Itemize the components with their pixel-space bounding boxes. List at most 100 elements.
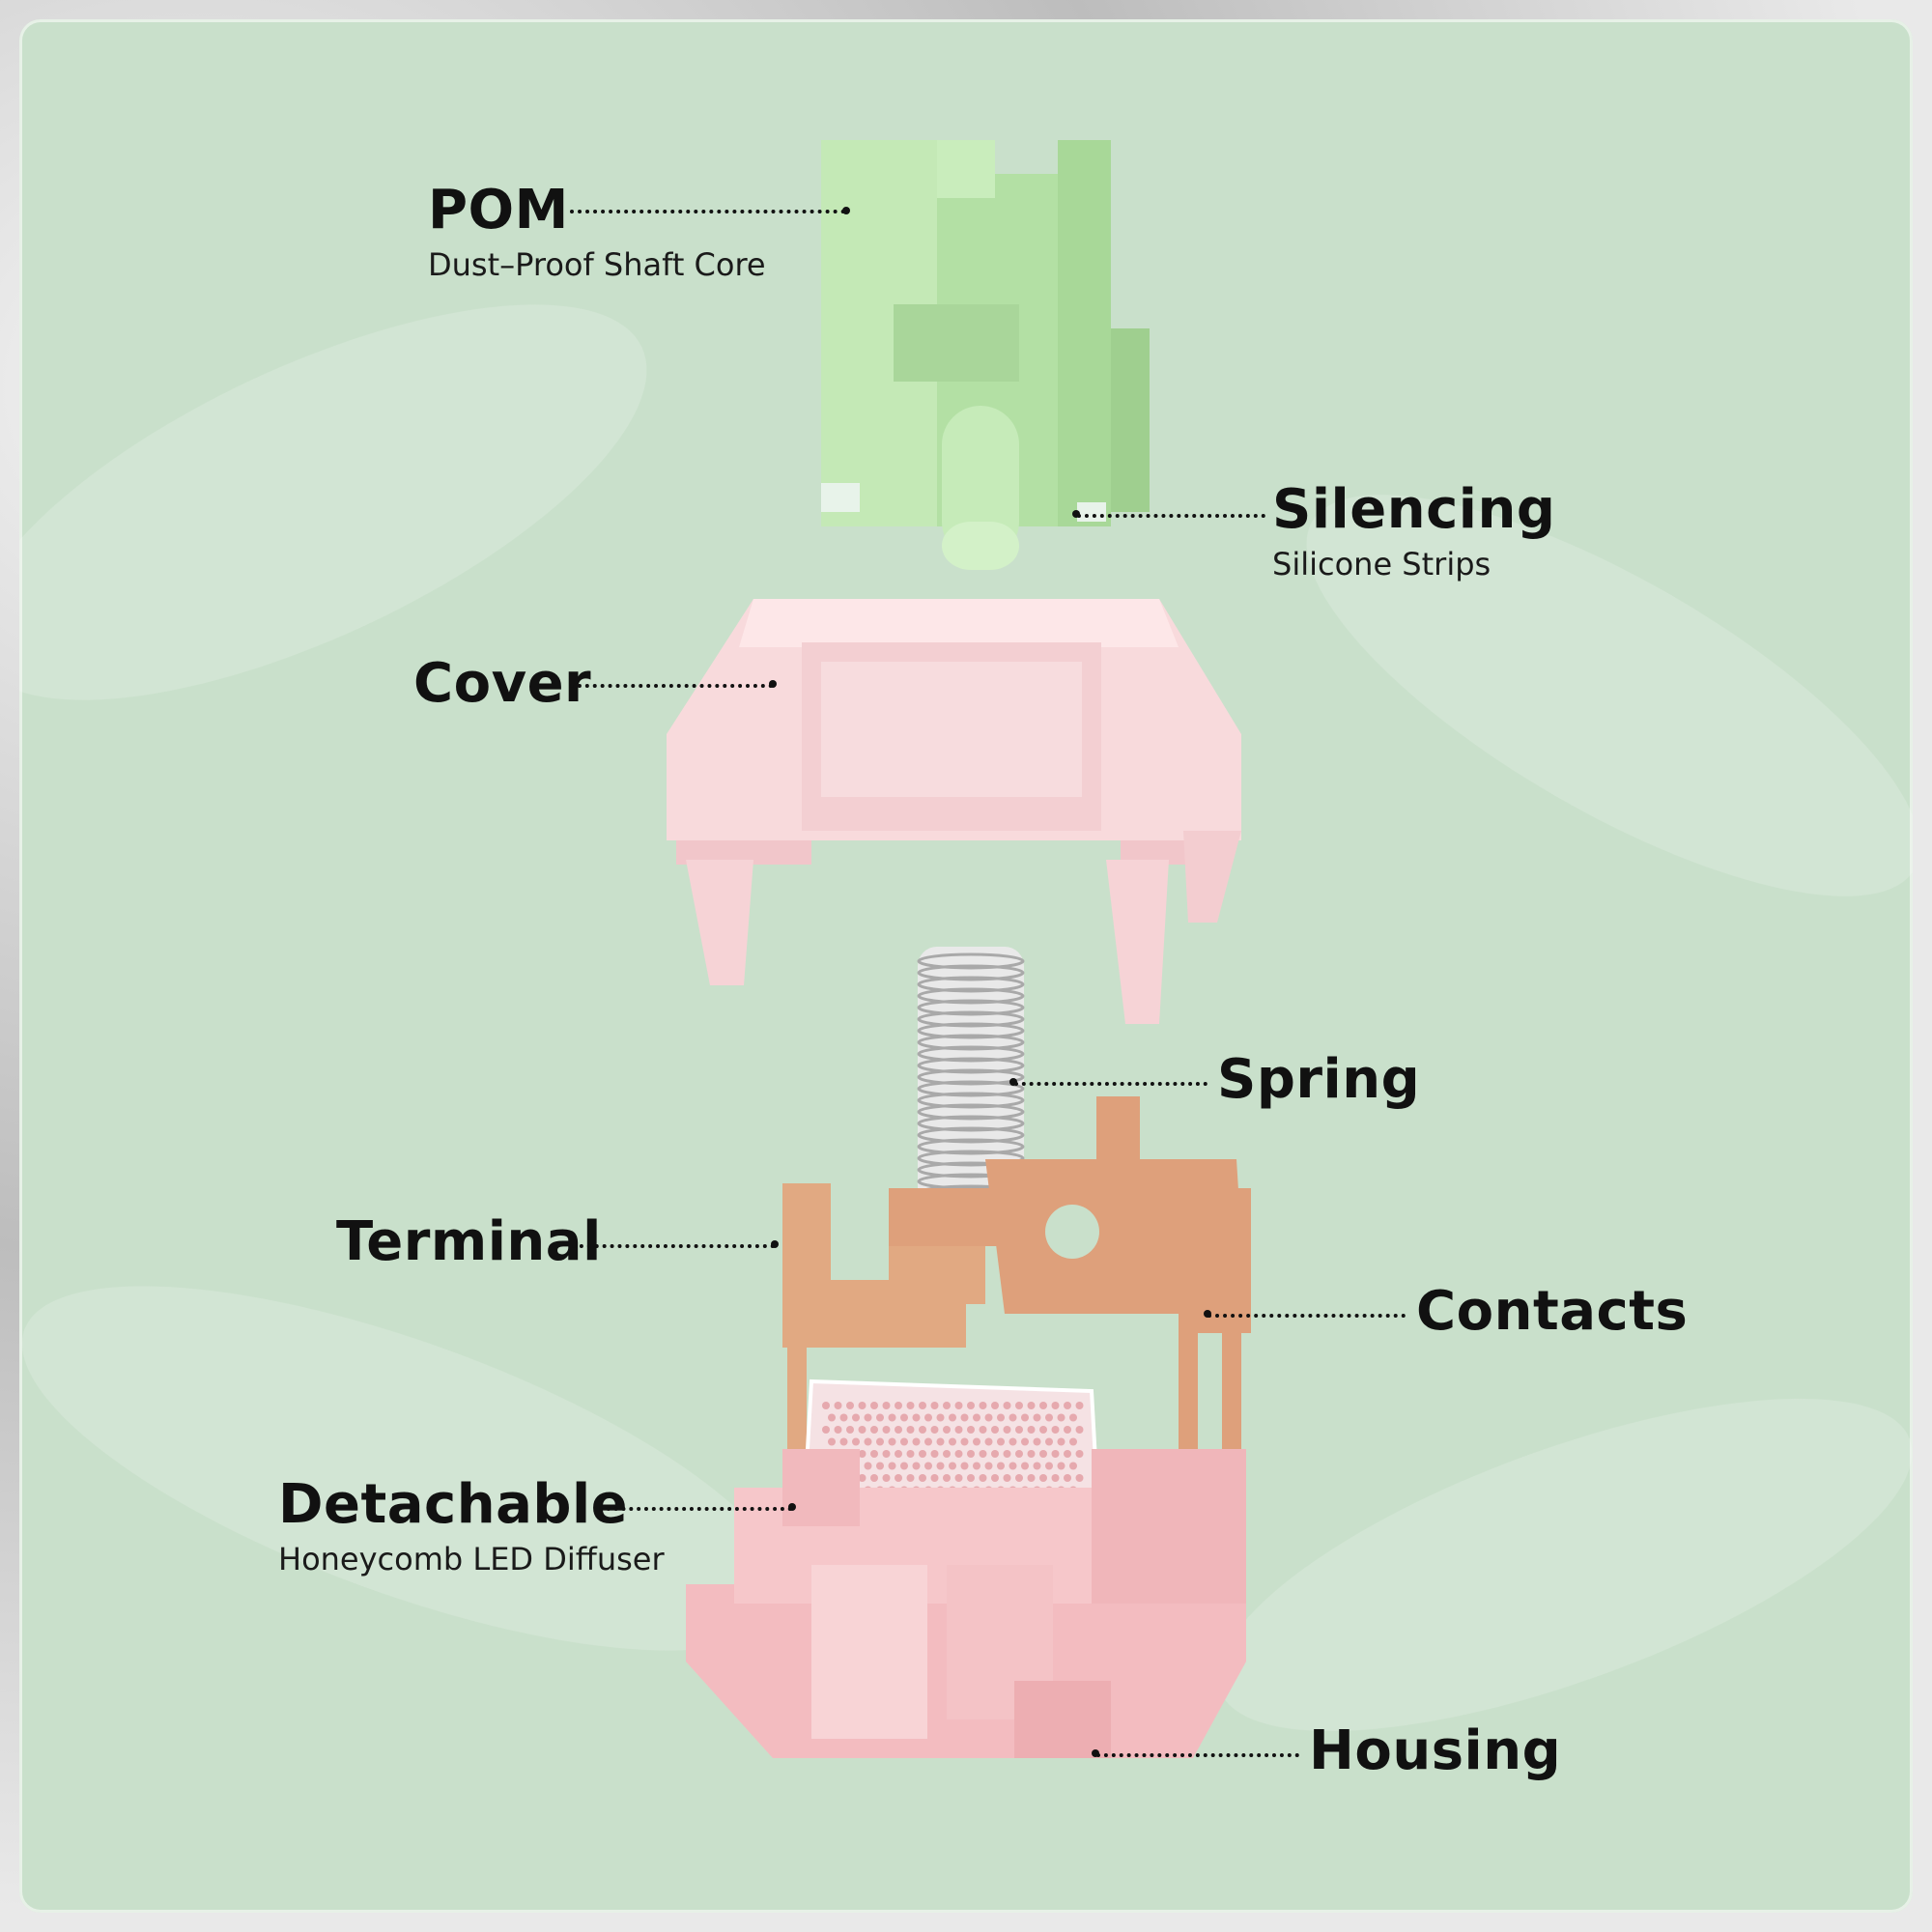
honeycomb-dot xyxy=(936,1462,945,1470)
honeycomb-dot xyxy=(997,1413,1005,1422)
label-silencing-subtitle: Silicone Strips xyxy=(1272,546,1492,582)
honeycomb-dot xyxy=(1075,1474,1084,1482)
honeycomb-dot xyxy=(979,1402,987,1409)
honeycomb-dot xyxy=(967,1450,975,1458)
honeycomb-dot xyxy=(822,1402,830,1409)
honeycomb-dot xyxy=(882,1402,891,1409)
label-detachable-subtitle: Honeycomb LED Diffuser xyxy=(278,1541,665,1577)
spring-coil xyxy=(917,976,1025,993)
label-spring: Spring xyxy=(1217,1053,1420,1107)
honeycomb-dot xyxy=(943,1474,951,1482)
honeycomb-dot xyxy=(1051,1402,1060,1409)
leader-pom-dot xyxy=(842,207,850,214)
honeycomb-dot xyxy=(1021,1462,1029,1470)
honeycomb-dot xyxy=(954,1474,963,1482)
diagram-panel: POM Dust–Proof Shaft Core Silencing Sili… xyxy=(19,19,1913,1913)
honeycomb-dot xyxy=(954,1426,963,1434)
honeycomb-dot xyxy=(895,1474,902,1482)
spring-coil xyxy=(917,952,1025,970)
honeycomb-dot xyxy=(960,1437,969,1446)
honeycomb-dot xyxy=(846,1402,854,1409)
honeycomb-dot xyxy=(882,1474,891,1482)
spring-coil xyxy=(917,1092,1025,1109)
label-detachable: Detachable Honeycomb LED Diffuser xyxy=(278,1478,665,1577)
honeycomb-dot xyxy=(858,1426,867,1434)
honeycomb-dot xyxy=(1003,1402,1011,1409)
spring-part xyxy=(918,947,1024,1227)
honeycomb-dot xyxy=(900,1413,908,1422)
honeycomb-dot xyxy=(991,1450,999,1458)
leader-housing-dot xyxy=(1092,1749,1099,1757)
honeycomb-dot xyxy=(1015,1426,1023,1434)
leader-silencing-dot xyxy=(1072,510,1080,518)
honeycomb-dot xyxy=(1015,1474,1023,1482)
honeycomb-dot xyxy=(930,1474,939,1482)
honeycomb-dot xyxy=(936,1413,945,1422)
honeycomb-dot xyxy=(1057,1437,1065,1446)
honeycomb-dot xyxy=(912,1413,921,1422)
honeycomb-dot xyxy=(1069,1413,1077,1422)
honeycomb-dot xyxy=(1051,1426,1060,1434)
spring-coil xyxy=(917,1126,1025,1144)
leader-cover-dot xyxy=(769,680,777,688)
honeycomb-dot xyxy=(1003,1426,1011,1434)
honeycomb-dot xyxy=(967,1402,975,1409)
honeycomb-dot xyxy=(858,1450,867,1458)
honeycomb-dot xyxy=(852,1437,860,1446)
honeycomb-dot xyxy=(852,1413,860,1422)
honeycomb-dot xyxy=(870,1426,878,1434)
honeycomb-dot xyxy=(924,1413,932,1422)
honeycomb-dot xyxy=(882,1426,891,1434)
leader-contacts xyxy=(1208,1314,1406,1318)
honeycomb-dot xyxy=(870,1402,878,1409)
spring-coil xyxy=(917,1150,1025,1167)
honeycomb-dot xyxy=(900,1437,908,1446)
honeycomb-dot xyxy=(1057,1413,1065,1422)
honeycomb-dot xyxy=(876,1462,884,1470)
label-housing: Housing xyxy=(1309,1724,1561,1778)
honeycomb-dot xyxy=(839,1413,848,1422)
honeycomb-dot xyxy=(1069,1437,1077,1446)
honeycomb-dot xyxy=(1045,1413,1053,1422)
honeycomb-dot xyxy=(1003,1450,1011,1458)
honeycomb-dot xyxy=(1075,1402,1084,1409)
stem-part xyxy=(821,140,1150,570)
honeycomb-dot xyxy=(960,1413,969,1422)
honeycomb-dot xyxy=(912,1437,921,1446)
spring-coil xyxy=(917,1103,1025,1121)
honeycomb-dot xyxy=(979,1450,987,1458)
exploded-switch-illustration xyxy=(19,140,1913,1758)
honeycomb-dot xyxy=(822,1426,830,1434)
honeycomb-dot xyxy=(1003,1474,1011,1482)
honeycomb-dot xyxy=(888,1462,896,1470)
honeycomb-dot xyxy=(888,1437,896,1446)
honeycomb-dot xyxy=(1033,1413,1041,1422)
honeycomb-dot xyxy=(864,1437,872,1446)
honeycomb-dot xyxy=(1064,1450,1071,1458)
spring-coil xyxy=(917,1138,1025,1155)
honeycomb-dot xyxy=(991,1474,999,1482)
honeycomb-dot xyxy=(943,1426,951,1434)
honeycomb-dot xyxy=(900,1462,908,1470)
honeycomb-dot xyxy=(906,1450,915,1458)
honeycomb-dot xyxy=(1045,1437,1053,1446)
leader-silencing xyxy=(1077,514,1265,518)
honeycomb-dot xyxy=(930,1450,939,1458)
honeycomb-dot xyxy=(919,1426,926,1434)
honeycomb-dot xyxy=(997,1437,1005,1446)
honeycomb-dot xyxy=(930,1402,939,1409)
honeycomb-dot xyxy=(1033,1462,1041,1470)
label-contacts: Contacts xyxy=(1416,1285,1688,1339)
honeycomb-dot xyxy=(906,1402,915,1409)
honeycomb-dot xyxy=(924,1437,932,1446)
honeycomb-dot xyxy=(984,1437,993,1446)
label-pom: POM Dust–Proof Shaft Core xyxy=(428,184,766,281)
leader-terminal xyxy=(572,1244,775,1248)
leader-contacts-dot xyxy=(1204,1310,1211,1318)
honeycomb-dot xyxy=(1039,1402,1047,1409)
honeycomb-dot xyxy=(1051,1450,1060,1458)
honeycomb-dot xyxy=(1069,1462,1077,1470)
honeycomb-dot xyxy=(949,1437,956,1446)
honeycomb-dot xyxy=(876,1413,884,1422)
honeycomb-dot xyxy=(949,1462,956,1470)
